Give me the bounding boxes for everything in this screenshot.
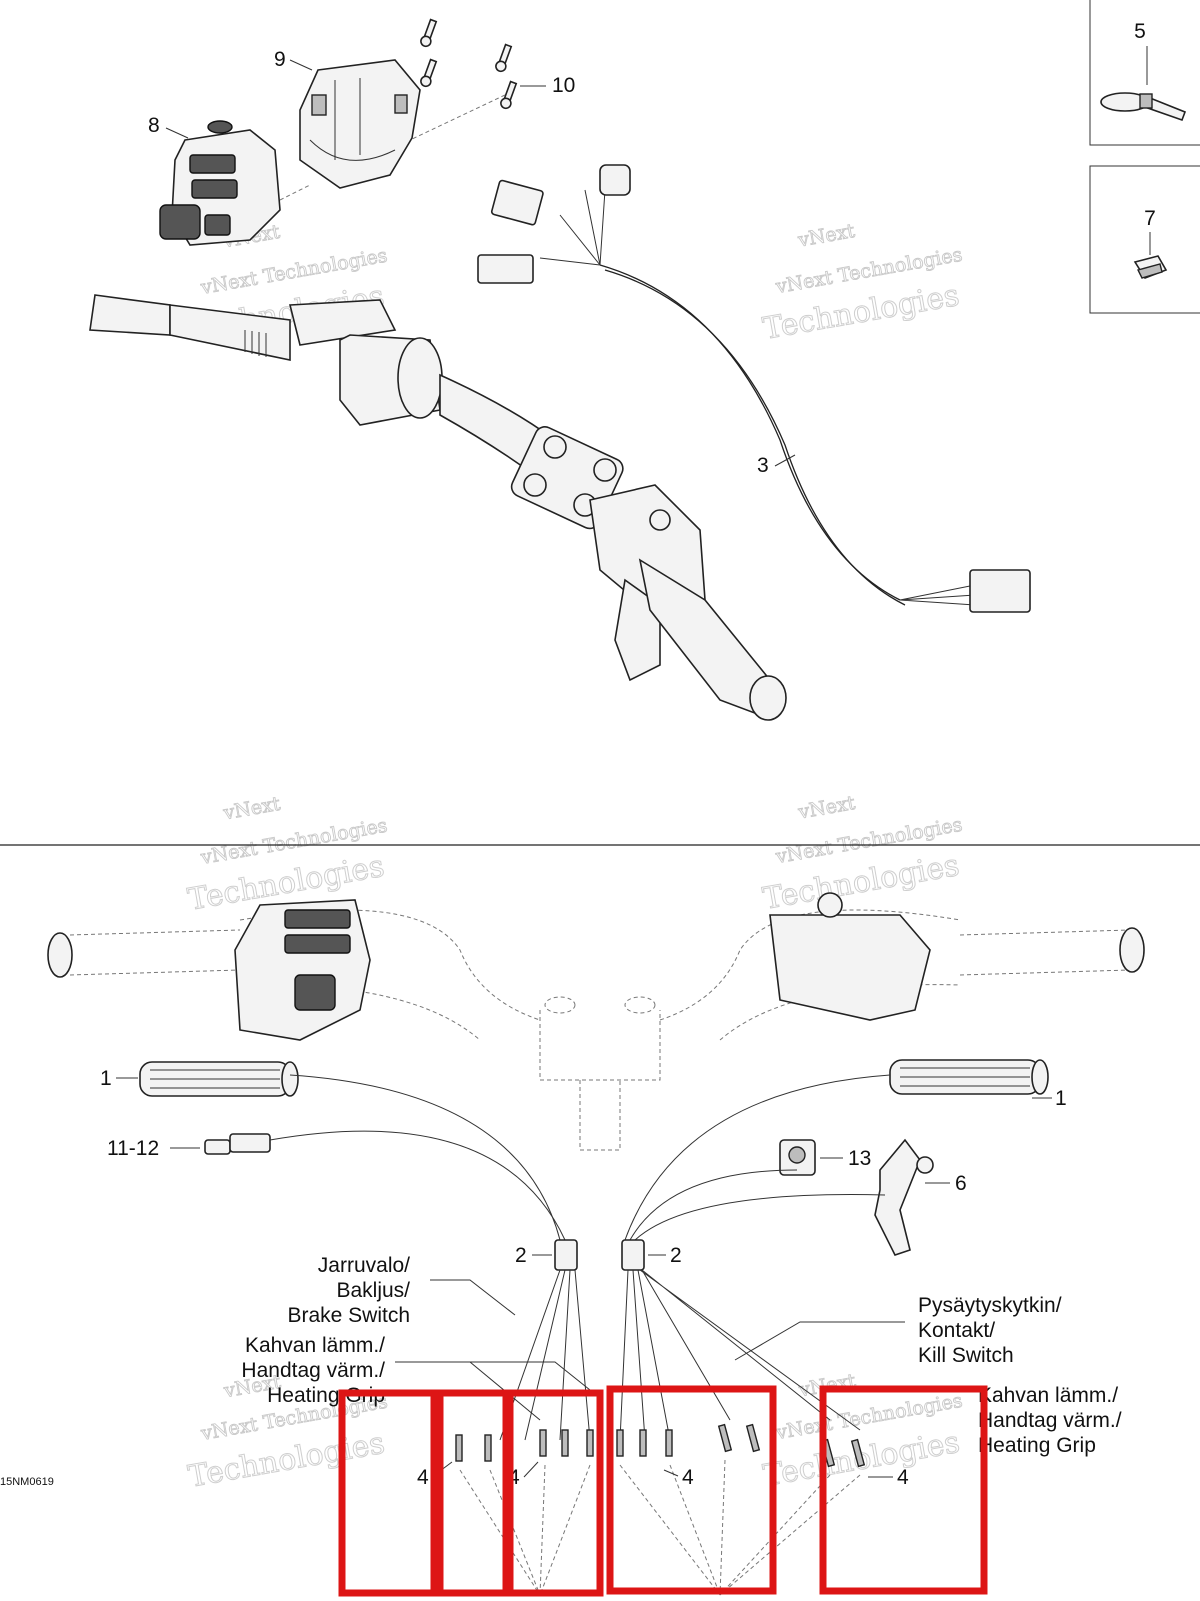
callout-1-right: 1 [1055,1087,1067,1110]
label-brake-switch-line-1: Jarruvalo/ [318,1254,410,1277]
callout-1-left: 1 [100,1067,112,1090]
label-heating-grip-left-line-1: Kahvan lämm./ [245,1334,385,1357]
callout-5: 5 [1134,20,1146,43]
highlight-box-1 [338,1389,438,1597]
highlight-box-2 [436,1389,510,1597]
highlight-box-3 [506,1389,604,1597]
watermark-line-1: vNext [796,792,857,824]
label-heating-grip-right-line-1: Kahvan lämm./ [978,1384,1118,1407]
right-switch-housing [769,892,931,1021]
label-heating-grip-left-line-2: Handtag värm./ [241,1359,385,1382]
label-brake-switch-line-2: Bakljus/ [336,1279,410,1302]
clip-box: 7 [1089,165,1200,314]
terminal-pins [455,1423,866,1468]
harness-wires [269,1074,891,1596]
callout-2-right: 2 [670,1244,682,1267]
callout-6: 6 [955,1172,967,1195]
switch-housing-rear [299,59,421,189]
highlight-box-5 [819,1385,988,1595]
left-switch-housing [234,899,371,1041]
switch-housing-front [159,120,281,246]
wiring-harness [477,164,1031,613]
label-kill-switch-line-3: Kill Switch [918,1344,1014,1367]
handlebar-top [89,294,787,721]
callout-7: 7 [1144,207,1156,230]
label-kill-switch: Pysäytyskytkin/ Kontakt/ Kill Switch [734,1294,1062,1367]
callout-9: 9 [274,48,286,71]
label-heating-grip-right-line-2: Handtag värm./ [978,1409,1122,1432]
watermark: vNext vNext Technologies Technologies [185,792,390,918]
callout-10: 10 [552,74,575,97]
drawing-code: 15NM0619 [0,1476,54,1488]
label-heating-grip-right: Kahvan lämm./ Handtag värm./ Heating Gri… [978,1384,1122,1457]
kill-switch-bracket [874,1138,934,1256]
callout-4-d: 4 [897,1466,909,1489]
cable-tie-icon [1100,92,1187,122]
highlight-box-4 [606,1385,777,1595]
clip-icon [1133,255,1168,279]
watermark-line-1: vNext [221,793,282,825]
watermark: vNext vNext Technologies Technologies [760,219,965,347]
callout-2-left: 2 [515,1244,527,1267]
watermark-line-1: vNext [796,220,857,252]
label-heating-grip-right-line-3: Heating Grip [978,1434,1096,1457]
heated-grip-left [139,1061,299,1097]
heating-sensor [204,1133,271,1155]
label-brake-switch-line-3: Brake Switch [287,1304,410,1327]
callout-11-12: 11-12 [107,1137,159,1160]
screw-group [420,18,518,110]
handlebar-phantom [47,909,1145,1151]
callout-8: 8 [148,114,160,137]
label-kill-switch-line-1: Pysäytyskytkin/ [918,1294,1062,1317]
callout-4-c: 4 [682,1466,694,1489]
callout-4-a: 4 [417,1466,429,1489]
connector-13 [779,1139,816,1176]
callout-13: 13 [848,1147,871,1170]
heated-grip-right [889,1059,1049,1095]
highlight-boxes [338,1385,988,1597]
label-kill-switch-line-2: Kontakt/ [918,1319,995,1342]
cable-tie-box: 5 [1089,0,1200,146]
label-brake-switch: Jarruvalo/ Bakljus/ Brake Switch [287,1254,516,1327]
callout-3: 3 [757,454,769,477]
